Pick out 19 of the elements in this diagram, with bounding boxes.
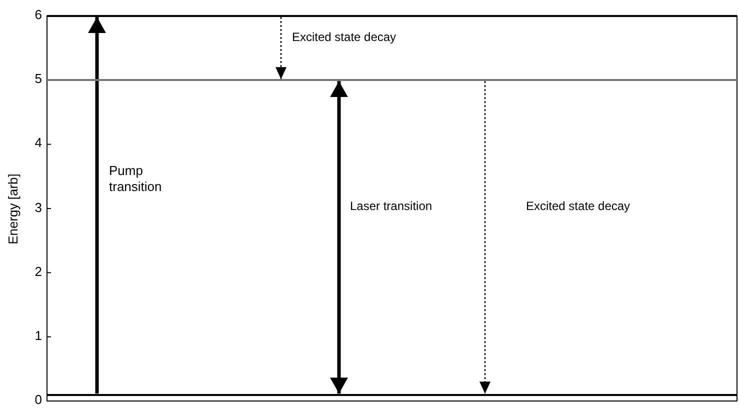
- energy-level-line: [47, 394, 737, 396]
- axis-tick-label: 6: [34, 8, 42, 22]
- axis-tick-label: 4: [34, 136, 42, 150]
- axis-tick-label: 3: [34, 200, 42, 214]
- edge-label: Pump transition: [109, 163, 163, 195]
- transition-arrow: [88, 17, 106, 394]
- transition-arrow: [480, 81, 490, 394]
- energy-level-line: [47, 15, 737, 17]
- edge-label: Laser transition: [350, 199, 432, 213]
- edge-label: Excited state decay: [292, 30, 396, 44]
- axis-tick-label: 2: [34, 264, 42, 279]
- axis-tick-label: 1: [34, 328, 42, 343]
- transition-arrow: [276, 17, 286, 80]
- axis-tick-label: 0: [34, 393, 42, 407]
- energy-level-line: [47, 79, 737, 82]
- transition-arrow: [330, 81, 348, 394]
- axis-title: Energy [arb]: [6, 174, 20, 244]
- edge-label: Excited state decay: [526, 199, 630, 213]
- axis-tick-label: 5: [34, 72, 42, 86]
